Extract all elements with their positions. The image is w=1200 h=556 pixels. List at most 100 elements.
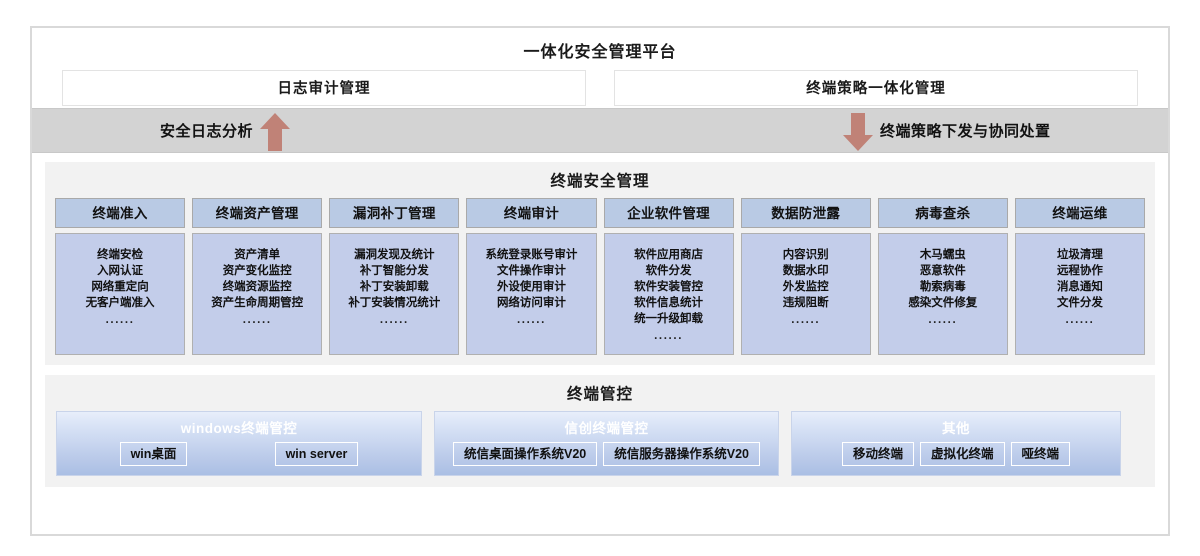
security-ellipsis: ······	[516, 317, 546, 329]
security-feature-item: 数据水印	[782, 265, 829, 277]
security-feature-item: 软件分发	[645, 265, 692, 277]
security-feature-item: 软件安装管控	[634, 281, 704, 293]
security-column-header[interactable]: 终端资产管理	[192, 198, 323, 228]
security-ellipsis: ······	[379, 317, 409, 329]
security-column-header[interactable]: 数据防泄露	[740, 198, 871, 228]
control-panel: 其他移动终端虚拟化终端哑终端	[791, 411, 1121, 476]
security-feature-item: 资产生命周期管控	[211, 297, 304, 309]
security-feature-item: 系统登录账号审计	[485, 249, 578, 261]
security-feature-item: 违规阻断	[782, 297, 829, 309]
security-feature-item: 感染文件修复	[908, 297, 978, 309]
security-feature-item: 终端安检	[97, 249, 144, 261]
platform-box-log-audit[interactable]: 日志审计管理	[62, 70, 586, 106]
security-column-body: 资产清单资产变化监控终端资源监控资产生命周期管控 ······	[192, 233, 323, 355]
security-feature-item: 补丁智能分发	[359, 265, 429, 277]
control-panel-title: 其他	[942, 421, 970, 436]
security-feature-item: 统一升级卸载	[634, 313, 704, 325]
security-column: 终端运维垃圾清理远程协作消息通知文件分发 ······	[1014, 198, 1145, 355]
control-chip[interactable]: 统信桌面操作系统V20	[453, 442, 598, 466]
security-feature-item: 文件操作审计	[496, 265, 566, 277]
control-chip[interactable]: 统信服务器操作系统V20	[603, 442, 760, 466]
terminal-security-section: 终端安全管理 终端准入终端安检入网认证网络重定向无客户端准入······终端资产…	[45, 162, 1155, 365]
security-column-body: 内容识别数据水印外发监控违规阻断 ······	[740, 233, 871, 355]
security-feature-item: 外设使用审计	[496, 281, 566, 293]
security-column: 病毒查杀木马蠕虫恶意软件勒索病毒感染文件修复 ······	[877, 198, 1008, 355]
control-chip-row: win桌面 win server	[65, 442, 413, 466]
control-chip[interactable]: 移动终端	[841, 442, 914, 466]
arrow-down-icon	[843, 112, 873, 151]
security-feature-item: 资产清单	[234, 249, 281, 261]
security-feature-item: 入网认证	[97, 265, 144, 277]
security-feature-item: 外发监控	[782, 281, 829, 293]
security-ellipsis: ······	[242, 317, 272, 329]
platform-box-row: 日志审计管理 终端策略一体化管理	[32, 62, 1168, 106]
security-column-body: 软件应用商店软件分发软件安装管控软件信息统计统一升级卸载 ······	[603, 233, 734, 355]
platform-box-terminal-policy[interactable]: 终端策略一体化管理	[614, 70, 1138, 106]
security-column-header[interactable]: 终端运维	[1014, 198, 1145, 228]
control-chip[interactable]: win server	[274, 442, 359, 466]
terminal-security-title: 终端安全管理	[550, 173, 650, 190]
security-feature-item: 无客户端准入	[85, 297, 155, 309]
security-ellipsis: ······	[654, 333, 684, 345]
terminal-control-panels: windows终端管控 win桌面 win server 信创终端管控统信桌面操作系统…	[45, 411, 1155, 476]
control-panel: windows终端管控 win桌面 win server	[56, 411, 422, 476]
security-ellipsis: ······	[1065, 317, 1095, 329]
arrow-up-icon	[260, 112, 291, 151]
security-feature-item: 资产变化监控	[222, 265, 292, 277]
security-feature-item: 软件信息统计	[634, 297, 704, 309]
control-chip[interactable]: 哑终端	[1010, 442, 1071, 466]
security-column-body: 木马蠕虫恶意软件勒索病毒感染文件修复 ······	[877, 233, 1008, 355]
control-chip[interactable]: win桌面	[119, 442, 188, 466]
security-feature-item: 补丁安装情况统计	[348, 297, 441, 309]
security-feature-item: 网络访问审计	[496, 297, 566, 309]
security-feature-item: 文件分发	[1056, 297, 1103, 309]
security-column-header[interactable]: 终端审计	[466, 198, 597, 228]
flow-band: 安全日志分析 终端策略下发与协同处置	[32, 108, 1168, 153]
security-column: 数据防泄露内容识别数据水印外发监控违规阻断 ······	[740, 198, 871, 355]
security-column: 终端审计系统登录账号审计文件操作审计外设使用审计网络访问审计 ······	[466, 198, 597, 355]
control-chip-row: 移动终端虚拟化终端哑终端	[800, 442, 1112, 466]
flow-right-label: 终端策略下发与协同处置	[880, 123, 1051, 140]
security-column: 漏洞补丁管理漏洞发现及统计补丁智能分发补丁安装卸载补丁安装情况统计 ······	[329, 198, 460, 355]
security-column-header[interactable]: 漏洞补丁管理	[329, 198, 460, 228]
control-panel-title: windows终端管控	[180, 421, 298, 436]
security-feature-item: 网络重定向	[91, 281, 149, 293]
platform-section: 一体化安全管理平台 日志审计管理 终端策略一体化管理	[32, 28, 1168, 108]
security-column-body: 漏洞发现及统计补丁智能分发补丁安装卸载补丁安装情况统计 ······	[329, 233, 460, 355]
security-column-body: 系统登录账号审计文件操作审计外设使用审计网络访问审计 ······	[466, 233, 597, 355]
security-column: 终端资产管理资产清单资产变化监控终端资源监控资产生命周期管控 ······	[192, 198, 323, 355]
security-column: 企业软件管理软件应用商店软件分发软件安装管控软件信息统计统一升级卸载 ······	[603, 198, 734, 355]
terminal-control-title: 终端管控	[566, 386, 633, 403]
terminal-security-columns: 终端准入终端安检入网认证网络重定向无客户端准入······终端资产管理资产清单资…	[45, 198, 1155, 355]
security-column-body: 垃圾清理远程协作消息通知文件分发 ······	[1014, 233, 1145, 355]
control-panel-title: 信创终端管控	[564, 421, 649, 436]
security-column: 终端准入终端安检入网认证网络重定向无客户端准入 ······	[55, 198, 186, 355]
security-feature-item: 消息通知	[1056, 281, 1103, 293]
flow-left-group: 安全日志分析	[160, 109, 291, 152]
control-chip[interactable]: 虚拟化终端	[919, 442, 1005, 466]
security-feature-item: 补丁安装卸载	[359, 281, 429, 293]
security-feature-item: 恶意软件	[919, 265, 966, 277]
security-column-header[interactable]: 企业软件管理	[603, 198, 734, 228]
security-feature-item: 终端资源监控	[222, 281, 292, 293]
security-ellipsis: ······	[105, 317, 135, 329]
security-ellipsis: ······	[791, 317, 821, 329]
architecture-diagram: 一体化安全管理平台 日志审计管理 终端策略一体化管理 安全日志分析 终端策略下发…	[30, 26, 1170, 536]
security-ellipsis: ······	[928, 317, 958, 329]
security-column-header[interactable]: 病毒查杀	[877, 198, 1008, 228]
security-feature-item: 漏洞发现及统计	[354, 249, 435, 261]
platform-title: 一体化安全管理平台	[523, 44, 677, 61]
flow-left-label: 安全日志分析	[160, 123, 254, 140]
security-feature-item: 垃圾清理	[1056, 249, 1103, 261]
security-feature-item: 勒索病毒	[919, 281, 966, 293]
security-feature-item: 远程协作	[1056, 265, 1103, 277]
security-feature-item: 内容识别	[782, 249, 829, 261]
flow-right-group: 终端策略下发与协同处置	[842, 109, 1051, 152]
security-column-body: 终端安检入网认证网络重定向无客户端准入 ······	[55, 233, 186, 355]
security-feature-item: 木马蠕虫	[919, 249, 966, 261]
security-feature-item: 软件应用商店	[634, 249, 704, 261]
security-column-header[interactable]: 终端准入	[55, 198, 186, 228]
terminal-control-section: 终端管控 windows终端管控 win桌面 win server 信创终端管控统信桌…	[45, 375, 1155, 487]
